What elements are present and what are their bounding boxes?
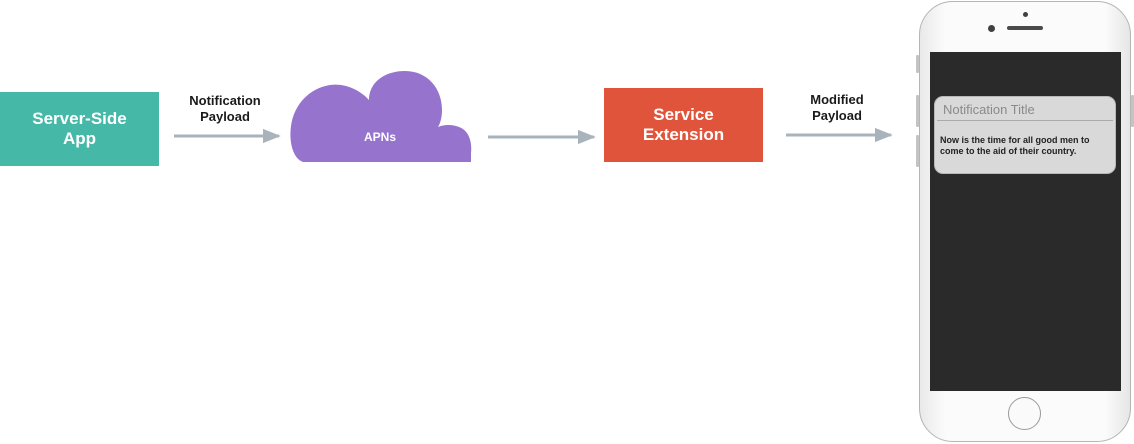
service-extension-label: Service Extension [642,105,725,144]
apns-label: APNs [363,130,396,144]
notification-body: Now is the time for all good men to come… [940,135,1090,156]
phone-speaker [1007,26,1043,30]
phone-power-button [1131,95,1134,127]
phone-volume-up [916,95,919,127]
phone-sensor [1023,12,1028,17]
edge-label-notification-payload: Notification Payload [189,93,261,124]
edge-label-modified-payload: Modified Payload [810,92,864,123]
service-extension-node: Service Extension [604,88,763,162]
apns-cloud-shape [290,71,472,162]
server-side-app-label: Server-Side App [32,109,127,148]
server-side-app-node: Server-Side App [0,92,159,166]
phone-mute-switch [916,55,919,73]
phone-volume-down [916,135,919,167]
notification-banner[interactable]: Notification Title Now is the time for a… [934,96,1116,174]
phone-home-button [1008,397,1041,430]
phone-camera [988,25,995,32]
notification-title: Notification Title [937,97,1113,121]
